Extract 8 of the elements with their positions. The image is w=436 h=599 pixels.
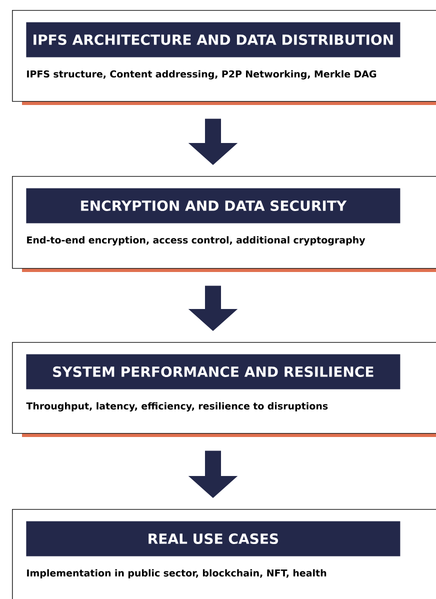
body-text: Throughput, latency, efficiency, resilience to disruptions <box>26 402 328 412</box>
heading-band: IPFS ARCHITECTURE AND DATA DISTRIBUTION <box>26 22 400 58</box>
body-text: End-to-end encryption, access control, additional cryptography <box>27 236 366 246</box>
heading-band: ENCRYPTION AND DATA SECURITY <box>26 188 400 224</box>
heading-band: SYSTEM PERFORMANCE AND RESILIENCE <box>26 354 400 390</box>
heading-band: REAL USE CASES <box>26 521 400 556</box>
body-text: Implementation in public sector, blockchain, NFT, health <box>27 569 326 578</box>
body-text: IPFS structure, Content addressing, P2P Networking, Merkle DAG <box>27 70 376 80</box>
